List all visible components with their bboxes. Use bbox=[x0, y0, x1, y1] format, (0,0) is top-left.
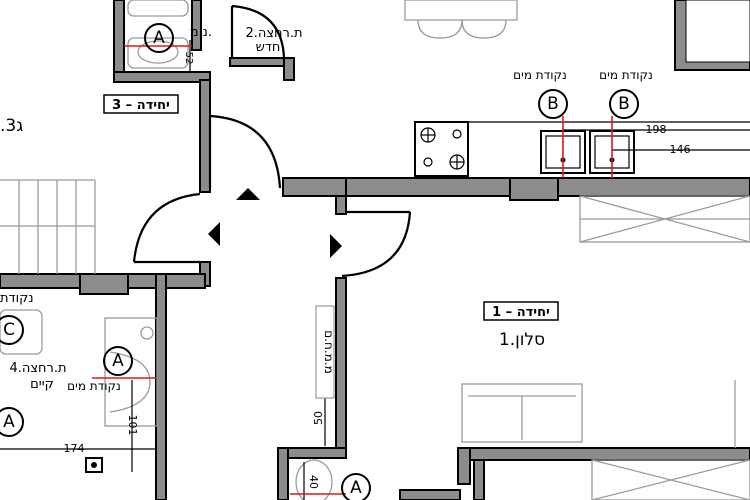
marker-b-left bbox=[538, 89, 568, 119]
wall-bath-bottom bbox=[113, 71, 211, 83]
chair-top-1 bbox=[417, 19, 463, 39]
bathtub bbox=[104, 317, 158, 427]
dim-50-text: 50 bbox=[312, 411, 325, 425]
existing-bath-label-1: 4.ת.רחצה bbox=[9, 361, 66, 376]
water-point-cut: נקודת bbox=[0, 291, 34, 306]
marker-c bbox=[0, 315, 24, 345]
dim-198-text: 198 bbox=[646, 123, 667, 136]
sink-upper-top bbox=[127, 0, 189, 17]
wall-lower-right-step bbox=[457, 447, 471, 485]
existing-bath-label-2: קיים bbox=[30, 377, 54, 392]
arrow-left bbox=[208, 222, 220, 246]
marker-b-right bbox=[609, 89, 639, 119]
wall-lower-mid-left bbox=[277, 447, 289, 500]
marker-b-right-text: B bbox=[618, 94, 630, 114]
dim-101-text: 101 bbox=[126, 415, 139, 436]
wall-window-block bbox=[509, 177, 559, 201]
markers: A B B C A A A bbox=[0, 23, 639, 500]
wall-new-bath-bottom bbox=[229, 57, 291, 67]
dim-40-text: 40 bbox=[307, 475, 320, 489]
marker-a-bottom-text: A bbox=[350, 478, 362, 498]
marker-a-left bbox=[0, 407, 24, 437]
dim-174-text: 174 bbox=[64, 442, 85, 455]
wall-lower-right-vert bbox=[473, 459, 485, 500]
dim-52-text: 52 bbox=[183, 52, 194, 65]
burner-2 bbox=[452, 129, 462, 139]
wall-kitchen-return bbox=[282, 177, 347, 197]
floor-drain bbox=[85, 457, 103, 473]
water-point-lower: נקודת מים bbox=[67, 379, 121, 393]
toilet-upper bbox=[127, 37, 189, 69]
toilet-label: נ.מ. bbox=[190, 25, 212, 40]
marker-c-text: C bbox=[3, 320, 15, 340]
wall-new-bath-right bbox=[283, 57, 295, 81]
living-room-label: 1.סלון bbox=[499, 330, 545, 350]
unit1-box bbox=[483, 301, 559, 321]
marker-b-left-text: B bbox=[547, 94, 559, 114]
wall-lower-left-right bbox=[155, 273, 167, 500]
unit3-left-label: .ג3 bbox=[0, 116, 23, 136]
wall-kitchen-notch bbox=[335, 195, 347, 215]
chair-top-2 bbox=[461, 19, 507, 39]
marker-a-mid bbox=[103, 346, 133, 376]
corridor-box bbox=[315, 305, 335, 399]
wall-bath-right-stub bbox=[191, 0, 202, 51]
door-left-arc bbox=[132, 192, 201, 263]
arrow-up bbox=[236, 188, 260, 200]
table-top bbox=[404, 0, 518, 21]
marker-a-upper-text: A bbox=[153, 28, 165, 48]
toilet-upper-bowl bbox=[137, 40, 179, 64]
door-new-bath-arc bbox=[231, 4, 286, 59]
unit1-tag: יחידה – 1 bbox=[492, 305, 550, 320]
sofa bbox=[461, 383, 583, 443]
unit3-tag: יחידה – 3 bbox=[112, 98, 170, 113]
wall-top-right-inner bbox=[685, 0, 750, 63]
labels: יחידה – 3 .ג3 נ.מ. 2.ת.רחצה חדש נקודת מי… bbox=[0, 25, 691, 489]
door-living-arc bbox=[341, 211, 412, 278]
water-point-b1: נקודת מים bbox=[513, 68, 567, 82]
wall-lower-left-stub bbox=[79, 273, 129, 295]
unit3-box bbox=[103, 94, 179, 114]
sink-lower-left bbox=[0, 309, 43, 355]
wall-bath-left bbox=[113, 0, 125, 81]
stove bbox=[414, 121, 469, 177]
marker-a-bottom bbox=[341, 473, 371, 500]
new-bath-label-2: חדש bbox=[256, 40, 281, 55]
wall-entry-left bbox=[199, 79, 211, 193]
arrow-right bbox=[330, 234, 342, 258]
door-hall-arc bbox=[209, 114, 282, 189]
wall-corridor-right bbox=[335, 277, 347, 457]
marker-a-left-text: A bbox=[3, 412, 15, 432]
wall-lower-right bbox=[457, 447, 750, 461]
bathtub-drain bbox=[140, 326, 154, 340]
bathtub-curve bbox=[109, 351, 151, 413]
dim-146-text: 146 bbox=[670, 143, 691, 156]
corridor-label: מ.מ.ח.ם bbox=[322, 330, 336, 374]
water-point-b2: נקודת מים bbox=[599, 68, 653, 82]
new-bath-label-1: 2.ת.רחצה bbox=[245, 26, 302, 41]
marker-a-upper bbox=[144, 23, 174, 53]
wall-bottom-strip bbox=[399, 489, 461, 500]
bed-x2 bbox=[591, 459, 750, 500]
doors bbox=[132, 4, 412, 278]
floor-drain-dot bbox=[91, 462, 97, 468]
burner-3 bbox=[423, 157, 433, 167]
stairs bbox=[0, 179, 96, 274]
bed-lower-right bbox=[591, 459, 750, 500]
toilet-lower bbox=[295, 459, 333, 500]
marker-a-mid-text: A bbox=[112, 351, 124, 371]
dimensions bbox=[0, 40, 750, 500]
